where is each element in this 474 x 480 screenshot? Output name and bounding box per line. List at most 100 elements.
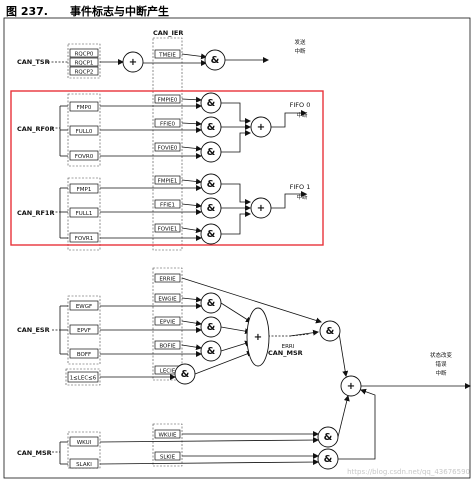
- and-gate-fmp1: [200, 173, 222, 195]
- bit-ewgie: EWGIE: [158, 297, 177, 303]
- and-symbol-slaki: &: [324, 454, 333, 465]
- output-fifo0-title: FIFO 0: [290, 101, 311, 109]
- bit-epvf: EPVF: [77, 328, 91, 334]
- bit-box-fovie0: [154, 142, 181, 152]
- and-symbol-epvf: &: [207, 322, 216, 333]
- bit-box-epvie: [154, 316, 181, 326]
- bit-full0: FULL0: [76, 129, 93, 135]
- reg-label-ier: CAN_IER: [153, 29, 183, 37]
- bit-fovr0: FOVR0: [75, 154, 94, 160]
- and-symbol-lec: &: [181, 369, 190, 380]
- reg-label-rf1r: CAN_RF1R: [17, 209, 54, 217]
- or-symbol-tsr: +: [129, 57, 137, 68]
- bit-box-epvf: [69, 324, 99, 335]
- and-symbol-ewgf: &: [207, 298, 216, 309]
- figure-title: 事件标志与中断产生: [70, 5, 169, 18]
- and-symbol-fmp0: &: [207, 98, 216, 109]
- fifo-highlight-box: [10, 90, 324, 246]
- output-status-line3: 中断: [435, 369, 447, 377]
- bit-ffie1: FFIE1: [160, 203, 175, 209]
- or-gate-status: [340, 375, 362, 397]
- and-gate-full0: [200, 116, 222, 138]
- reg-label-rf0r: CAN_RF0R: [17, 125, 54, 133]
- figure-number: 图 237.: [6, 5, 48, 18]
- bit-box-fovie1: [154, 223, 181, 233]
- bit-ewgf: EWGF: [76, 304, 92, 310]
- bit-fovr1: FOVR1: [75, 236, 93, 242]
- or-symbol-esr: +: [254, 332, 262, 343]
- bit-box-bofie: [154, 340, 181, 350]
- and-gate-boff: [200, 340, 222, 362]
- and-symbol-wkui: &: [324, 432, 333, 443]
- bit-slkie: SLKIE: [160, 455, 176, 461]
- bit-box-ewgf: [69, 300, 99, 311]
- diagram-frame: [3, 17, 471, 479]
- and-gate-fmp0: [200, 92, 222, 114]
- bit-rqcp2: RQCP2: [75, 70, 94, 76]
- or-symbol-fifo1: +: [257, 203, 265, 214]
- reg-label-esr: CAN_ESR: [17, 326, 50, 334]
- and-symbol-fovr1: &: [207, 229, 216, 240]
- and-symbol-fmp1: &: [207, 179, 216, 190]
- or-gate-fifo0: [250, 116, 272, 138]
- bit-lecie: LECIE: [160, 369, 176, 375]
- and-symbol-full1: &: [207, 203, 216, 214]
- bit-lec: 1≤LEC≤6: [70, 376, 97, 382]
- bit-box-full0: [69, 125, 99, 136]
- bit-slaki: SLAKI: [76, 462, 92, 468]
- bit-err: ERRI: [282, 344, 295, 350]
- bit-rqcp0: RQCP0: [75, 52, 94, 58]
- output-tx-line2: 中断: [294, 47, 306, 55]
- and-symbol-full0: &: [207, 122, 216, 133]
- bit-box-errie: [154, 273, 181, 283]
- bit-box-fmpie0: [154, 94, 181, 104]
- or-symbol-status: +: [347, 381, 355, 392]
- bit-full1: FULL1: [76, 211, 93, 217]
- bit-box-boff: [69, 348, 99, 359]
- and-symbol-fovr0: &: [207, 147, 216, 158]
- bit-box-lec: [67, 371, 99, 383]
- and-gate-lec: [174, 363, 196, 385]
- output-fifo1-sub: 中断: [296, 193, 308, 201]
- and-gate-ewgf: [200, 292, 222, 314]
- bit-box-ffie1: [154, 199, 181, 209]
- wires: [48, 53, 471, 466]
- reg-label-tsr: CAN_TSR: [17, 58, 50, 66]
- bit-fovie0: FOVIE0: [158, 146, 178, 152]
- bit-box-slkie: [154, 451, 181, 461]
- bit-wkui: WKUI: [77, 440, 92, 446]
- output-fifo0-sub: 中断: [296, 111, 308, 119]
- bit-box-rqcp1: [69, 57, 99, 67]
- bit-box-wkui: [69, 436, 99, 447]
- reg-label-msr: CAN_MSR: [17, 449, 52, 457]
- bit-boff: BOFF: [77, 352, 91, 358]
- bit-fmp1: FMP1: [77, 187, 92, 193]
- bit-boxes: [67, 48, 181, 469]
- bit-box-wkuie: [154, 429, 181, 439]
- bit-wkuie: WKUIE: [158, 433, 177, 439]
- and-gate-slaki: [317, 448, 339, 470]
- output-status-line1: 状态改变: [430, 351, 453, 359]
- bit-rqcp1: RQCP1: [75, 61, 94, 67]
- bit-box-fmp0: [69, 101, 99, 112]
- bit-epvie: EPVIE: [160, 320, 176, 326]
- bit-box-ffie0: [154, 118, 181, 128]
- bit-fovie1: FOVIE1: [158, 227, 178, 233]
- or-symbol-fifo0: +: [257, 122, 265, 133]
- bit-box-fmpie1: [154, 175, 181, 185]
- watermark-text: https://blog.csdn.net/qq_43676590: [347, 468, 470, 476]
- and-symbol-err: &: [326, 326, 335, 337]
- bit-box-fovr1: [69, 232, 99, 243]
- and-gate-fovr0: [200, 141, 222, 163]
- or-gate-esr: [246, 307, 270, 367]
- bit-bofie: BOFIE: [159, 344, 176, 350]
- output-status-line2: 错误: [435, 360, 447, 368]
- reg-label-msr-err: CAN_MSR: [268, 349, 303, 357]
- bit-box-slaki: [69, 458, 99, 469]
- and-symbol-tx: &: [211, 55, 220, 66]
- bit-box-rqcp2: [69, 66, 99, 76]
- bit-box-tmeie: [154, 49, 181, 59]
- bit-fmp0: FMP0: [77, 105, 92, 111]
- output-tx-line1: 发送: [294, 38, 306, 46]
